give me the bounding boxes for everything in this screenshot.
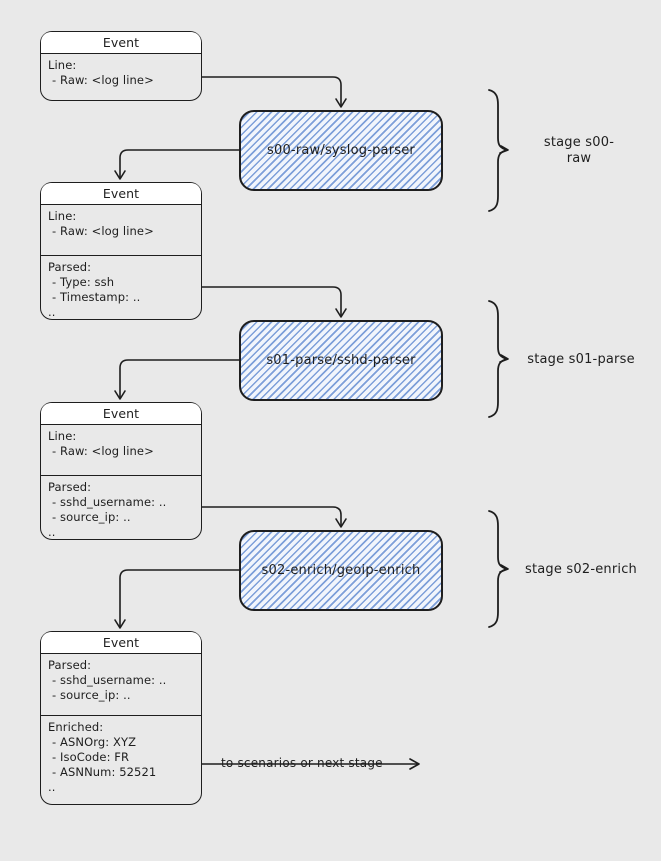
event-field: Parsed: [48,658,92,672]
brace-stage-s00-raw [488,89,508,212]
event-field: .. [48,525,56,539]
event-field: Parsed: [48,480,92,494]
stage-group-label-s02-enrich: stage s02-enrich [524,562,637,577]
stage-group-label-s00-raw: stage s00-raw [543,135,615,166]
event-section-parsed: Parsed: - sshd_username: .. - source_ip:… [41,475,201,539]
event-field: - IsoCode: FR [52,750,130,764]
event-section-line: Line: - Raw: <log line> [41,54,201,100]
connector-event2-to-stage2 [201,286,342,317]
event-field: .. [48,305,56,319]
stage-label: s01-parse/sshd-parser [266,353,416,368]
event-field: - source_ip: .. [52,510,131,524]
event-field: - Raw: <log line> [52,444,154,458]
event-field: Line: [48,58,77,72]
output-arrow-label: to scenarios or next stage [221,756,383,770]
event-node-enriched: Event Parsed: - sshd_username: .. - sour… [40,631,202,805]
connector-stage3-to-event4 [119,569,240,628]
event-field: Parsed: [48,260,92,274]
stage-node-s01-parse-sshd-parser: s01-parse/sshd-parser [239,320,443,401]
event-section-enriched: Enriched: - ASNOrg: XYZ - IsoCode: FR - … [41,715,201,804]
connector-stage1-to-event2 [119,149,240,179]
arrow-right-icon [409,758,420,770]
event-title: Event [41,403,201,425]
arrow-down-icon [335,308,347,318]
arrow-down-icon [114,619,126,629]
event-node-raw: Event Line: - Raw: <log line> [40,31,202,101]
event-field: - Raw: <log line> [52,224,154,238]
brace-stage-s01-parse [488,300,508,418]
connector-event3-to-stage3 [201,506,342,527]
event-field: Line: [48,209,77,223]
event-field: .. [48,780,56,794]
connector-event1-to-stage1 [201,76,342,107]
brace-tip-arrow-icon [499,564,509,573]
brace-stage-s02-enrich [488,510,508,628]
event-title: Event [41,32,201,54]
event-section-parsed: Parsed: - sshd_username: .. - source_ip:… [41,654,201,715]
event-title: Event [41,632,201,654]
event-field: - source_ip: .. [52,688,131,702]
event-field: - sshd_username: .. [52,673,167,687]
event-section-line: Line: - Raw: <log line> [41,425,201,475]
arrow-down-icon [114,170,126,180]
event-field: - Raw: <log line> [52,73,154,87]
event-section-parsed: Parsed: - Type: ssh - Timestamp: .. .. [41,255,201,319]
connector-stage2-to-event3 [119,359,240,399]
event-field: - Timestamp: .. [52,290,141,304]
event-field: Line: [48,429,77,443]
event-node-parsed-sshd: Event Line: - Raw: <log line> Parsed: - … [40,402,202,540]
stage-node-s02-enrich-geoip-enrich: s02-enrich/geoip-enrich [239,530,443,611]
event-title: Event [41,183,201,205]
arrow-down-icon [335,518,347,528]
event-field: - Type: ssh [52,275,115,289]
event-node-parsed-ssh: Event Line: - Raw: <log line> Parsed: - … [40,182,202,320]
event-field: Enriched: [48,720,104,734]
event-field: - ASNNum: 52521 [52,765,157,779]
brace-tip-arrow-icon [499,354,509,363]
stage-group-label-s01-parse: stage s01-parse [527,352,635,367]
stage-label: s00-raw/syslog-parser [267,143,415,158]
stage-node-s00-raw-syslog-parser: s00-raw/syslog-parser [239,110,443,191]
event-field: - sshd_username: .. [52,495,167,509]
brace-tip-arrow-icon [499,145,509,154]
stage-label: s02-enrich/geoip-enrich [261,563,421,578]
arrow-down-icon [335,98,347,108]
event-section-line: Line: - Raw: <log line> [41,205,201,255]
arrow-down-icon [114,390,126,400]
event-field: - ASNOrg: XYZ [52,735,137,749]
